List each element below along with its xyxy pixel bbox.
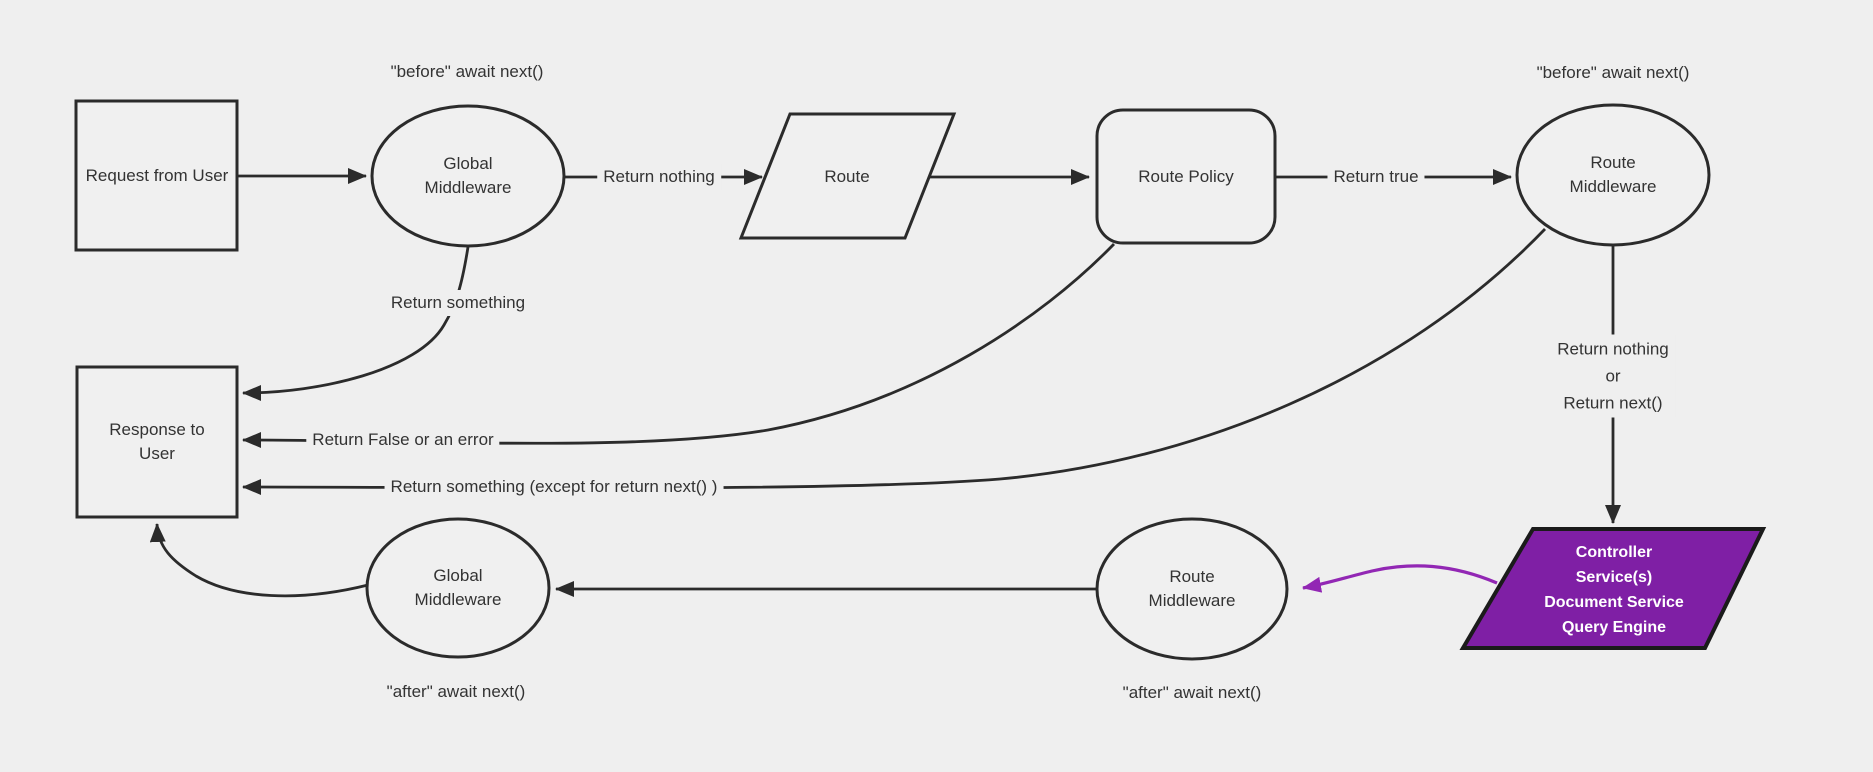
edge-controller-to-route-middleware-bottom: [1302, 564, 1498, 593]
branch-line-2: or: [1605, 366, 1621, 386]
edge-label-return-something-except: Return something (except for return next…: [384, 474, 724, 500]
controller-line-3: Document Service: [1544, 594, 1684, 611]
route-node-label: Route: [824, 167, 870, 186]
request-node-shape: [74, 99, 239, 252]
edge-label-return-branch: Return nothing or Return next(): [1551, 334, 1675, 418]
controller-line-1: Controller: [1575, 544, 1653, 561]
annotation-before-route: "before" await next(): [1536, 63, 1690, 82]
edge-label-return-true: Return true: [1327, 164, 1425, 190]
global-middleware-bottom-label: Global Middleware: [414, 566, 502, 609]
edge-global-middleware-bottom-to-response: [149, 523, 369, 598]
controller-node-label: Controller Service(s) Document Service Q…: [1544, 540, 1684, 640]
edge-label-return-nothing: Return nothing: [597, 164, 721, 190]
global-middleware-top-shape: [370, 104, 566, 248]
route-middleware-bottom-label: Route Middleware: [1148, 567, 1236, 610]
controller-line-4: Query Engine: [1561, 619, 1667, 636]
branch-line-3: Return next(): [1563, 393, 1663, 413]
route-policy-label: Route Policy: [1138, 167, 1234, 186]
annotation-before-global: "before" await next(): [390, 62, 544, 81]
route-middleware-top-label: Route Middleware: [1569, 153, 1657, 196]
global-middleware-bottom-shape: [365, 517, 551, 659]
controller-line-2: Service(s): [1575, 569, 1653, 586]
response-node-label: Response to User: [109, 420, 205, 463]
branch-line-1: Return nothing: [1557, 339, 1669, 359]
request-node-label: Request from User: [85, 166, 229, 185]
route-middleware-top-shape: [1515, 103, 1711, 247]
edge-label-return-something: Return something: [384, 290, 532, 316]
annotation-after-global: "after" await next(): [386, 682, 526, 701]
response-node-shape: [75, 365, 239, 519]
edge-label-return-false-or-error: Return False or an error: [306, 427, 500, 453]
route-middleware-bottom-shape: [1095, 517, 1289, 661]
route-node-shape: [738, 112, 957, 240]
annotation-after-route: "after" await next(): [1122, 683, 1262, 702]
edge-return-false-or-error: [242, 243, 1116, 449]
edge-return-something: [242, 246, 470, 401]
controller-node-shape: [1459, 527, 1767, 650]
global-middleware-top-label: Global Middleware: [424, 154, 512, 197]
route-policy-shape: [1095, 108, 1277, 245]
